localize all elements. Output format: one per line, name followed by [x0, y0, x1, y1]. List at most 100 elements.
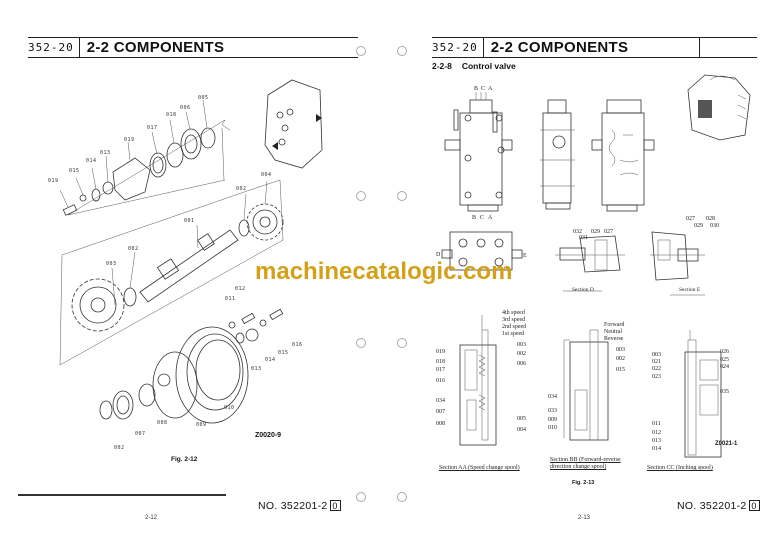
callout-014: 014: [86, 158, 97, 164]
section-cc-caption: Section CC (Inching spool): [647, 465, 713, 471]
callout-021: 021: [652, 359, 661, 365]
callout-016: 019: [48, 178, 59, 184]
binder-hole-icon: [397, 191, 407, 201]
callout-005-aa: 005: [517, 416, 526, 422]
callout-001: 001: [184, 218, 195, 224]
callout-006-aa: 006: [517, 361, 526, 367]
callout-008-aa: 008: [436, 421, 445, 427]
callout-024: 024: [720, 364, 729, 370]
callout-016-aa: 016: [436, 378, 445, 384]
section-e-caption: Section E: [679, 287, 701, 293]
callout-015: 015: [69, 168, 80, 174]
callout-009-bb: 009: [548, 417, 557, 423]
binder-hole-icon: [397, 492, 407, 502]
page-header: 352-20 2-2 COMPONENTS: [432, 37, 757, 58]
callout-017-aa: 017: [436, 367, 445, 373]
callout-019: 019: [124, 137, 135, 143]
callout-027: 027: [604, 229, 613, 235]
position-reverse: Reverse: [604, 336, 624, 342]
callout-022: 022: [652, 366, 661, 372]
callout-019-aa: 019: [436, 349, 445, 355]
callout-012: 012: [235, 286, 246, 292]
section-bb-caption-line2: direction change spool): [550, 464, 607, 470]
callout-013: 013: [100, 150, 111, 156]
callout-002-bb: 002: [616, 356, 625, 362]
callout-005: 005: [198, 95, 209, 101]
callout-010-bb: 010: [548, 425, 557, 431]
binder-hole-icon: [356, 46, 366, 56]
page-header: 352-20 2-2 COMPONENTS: [28, 37, 358, 58]
view-label-b-bottom: B: [472, 215, 477, 221]
callout-005-lower: 002: [114, 445, 125, 451]
callout-006: 006: [180, 105, 191, 111]
drawing-ref-code: Z0020-9: [255, 432, 282, 439]
doc-no-text: NO. 352201-2: [677, 500, 747, 512]
callout-028: 028: [706, 216, 715, 222]
section-code: 352-20: [432, 38, 484, 57]
callout-023: 023: [652, 374, 661, 380]
view-label-a-bottom: A: [488, 215, 493, 221]
position-forward: Forward: [604, 322, 625, 328]
callout-031: 031: [579, 235, 588, 241]
callout-014-cc: 014: [652, 446, 661, 452]
callout-027-e: 027: [686, 216, 695, 222]
callout-011-cc: 011: [652, 421, 661, 427]
position-3rd-speed: 3rd speed: [502, 317, 526, 323]
page-title: 2-2 COMPONENTS: [490, 39, 629, 56]
callout-015-bb: 015: [616, 367, 625, 373]
callout-029: 029: [591, 229, 600, 235]
callout-008: 008: [157, 420, 168, 426]
binder-hole-icon: [356, 338, 366, 348]
binder-hole-icon: [356, 492, 366, 502]
subsection-title: Control valve: [461, 61, 516, 71]
callout-016-lower: 016: [292, 342, 303, 348]
view-label-c-bottom: C: [480, 215, 485, 221]
page-number: 2-13: [578, 515, 591, 521]
binder-hole-icon: [397, 46, 407, 56]
callout-029-e: 029: [694, 223, 703, 229]
callout-017: 017: [147, 125, 158, 131]
binder-hole-icon: [356, 191, 366, 201]
callout-015-lower: 015: [278, 350, 289, 356]
callout-009: 009: [196, 422, 207, 428]
left-page: 352-20 2-2 COMPONENTS: [0, 0, 358, 543]
callout-003-cc: 003: [652, 352, 661, 358]
figure-caption: Fig. 2-12: [171, 456, 198, 463]
callout-034-bb: 034: [548, 394, 557, 400]
callout-025: 025: [720, 357, 729, 363]
position-2nd-speed: 2nd speed: [502, 324, 527, 330]
watermark: machinecatalogic.com: [255, 258, 513, 285]
view-label-e: E: [523, 253, 527, 259]
callout-010: 010: [224, 405, 235, 411]
callout-012-cc: 012: [652, 430, 661, 436]
callout-004: 004: [261, 172, 272, 178]
revision-box: 0: [748, 500, 760, 511]
control-valve-drawings: [441, 74, 751, 458]
view-label-d: D: [436, 252, 441, 258]
revision-box: 0: [329, 500, 341, 511]
binder-hole-icon: [397, 338, 407, 348]
callout-034-aa: 034: [436, 398, 445, 404]
section-bb-caption-line1: Section BB (Forward-reverse: [550, 457, 621, 463]
callout-018: 018: [166, 112, 177, 118]
doc-no-text: NO. 352201-2: [258, 500, 328, 512]
callout-018-aa: 018: [436, 359, 445, 365]
callout-013-cc: 013: [652, 438, 661, 444]
callout-013-lower: 013: [251, 366, 262, 372]
position-1st-speed: 1st speed: [502, 331, 525, 337]
callout-003-bb: 003: [616, 347, 625, 353]
callout-007-aa: 007: [436, 409, 445, 415]
drawing-ref-code: Z0021-1: [715, 441, 738, 447]
position-neutral: Neutral: [604, 329, 622, 335]
section-code: 352-20: [28, 38, 80, 57]
callout-002-upper: 002: [236, 186, 247, 192]
callout-004-aa: 004: [517, 427, 526, 433]
callout-032: 032: [573, 229, 582, 235]
section-d-caption: Section D: [572, 287, 594, 293]
callout-033: 033: [548, 408, 557, 414]
callout-011: 011: [225, 296, 236, 302]
